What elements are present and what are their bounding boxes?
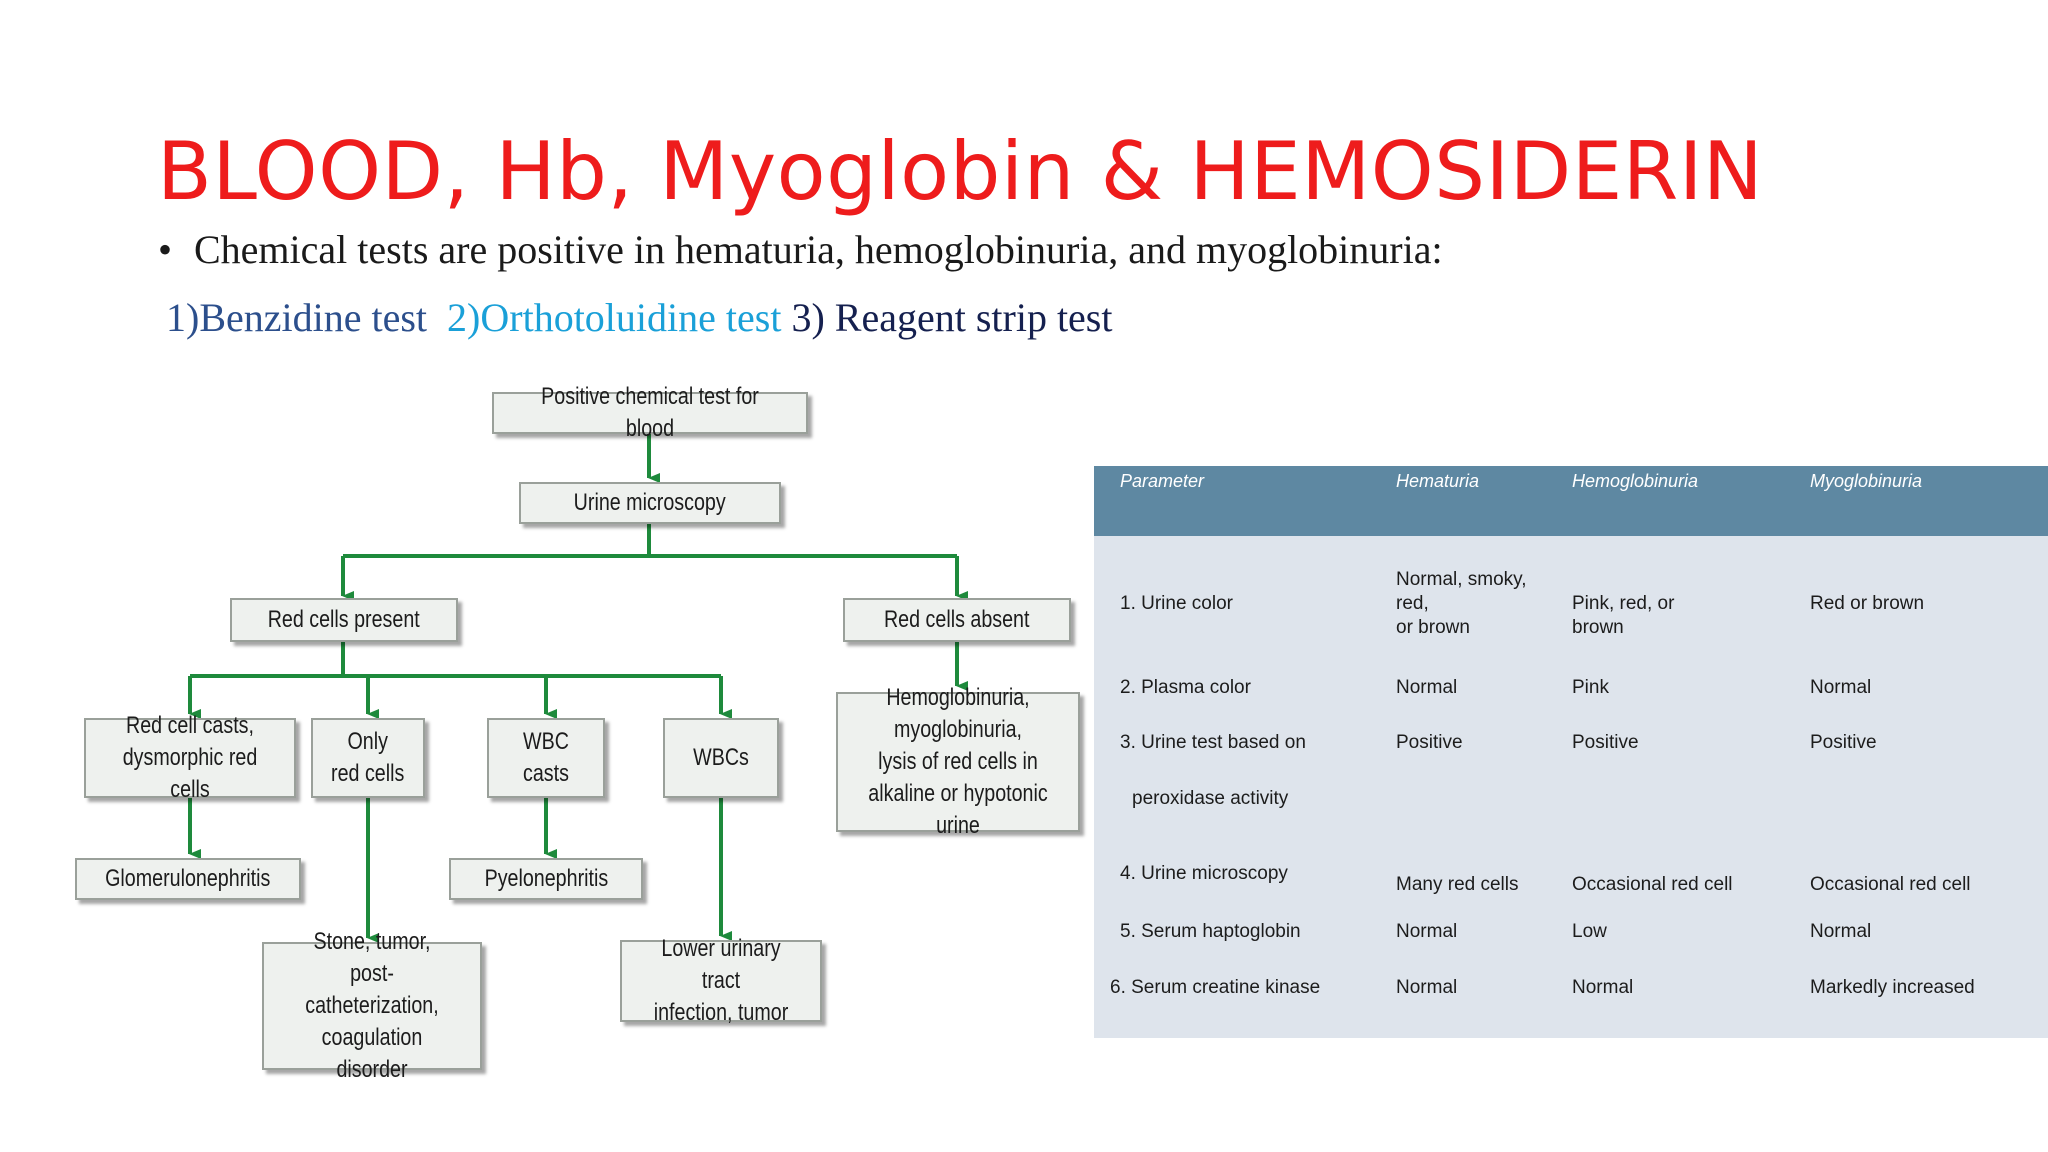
flowchart: Positive chemical test for blood Urine m… <box>0 380 1090 1083</box>
node-hemoglobinuria: Hemoglobinuria, myoglobinuria, lysis of … <box>836 684 1080 839</box>
row1-myoglobinuria: Red or brown <box>1810 593 1925 614</box>
reagent-strip-test: 3) Reagent strip test <box>791 295 1113 340</box>
row2-myoglobinuria: Normal <box>1810 677 1872 698</box>
node-urine-microscopy: Urine microscopy <box>519 482 781 524</box>
row4-hematuria: Many red cells <box>1396 874 1519 895</box>
row2-hemoglobinuria: Pink <box>1572 677 1609 698</box>
node-only-red-cells: Only red cells <box>311 718 425 798</box>
table-header: Parameter Hematuria Hemoglobinuria Myogl… <box>1094 466 2048 536</box>
orthotoluidine-test: 2)Orthotoluidine test <box>447 295 782 340</box>
row3-parameter: 3. Urine test based on <box>1120 732 1306 753</box>
header-parameter: Parameter <box>1120 471 1205 491</box>
row6-myoglobinuria: Markedly increased <box>1810 977 1975 998</box>
row6-hematuria: Normal <box>1396 977 1458 998</box>
row5-hemoglobinuria: Low <box>1572 921 1607 942</box>
row1-hemoglobinuria: Pink, red, or brown <box>1572 593 1675 638</box>
row1-hematuria: Normal, smoky, red, or brown <box>1396 569 1527 638</box>
comparison-table: Parameter Hematuria Hemoglobinuria Myogl… <box>1094 466 2048 1038</box>
node-wbc-casts: WBC casts <box>487 718 605 798</box>
header-hematuria: Hematuria <box>1396 471 1480 491</box>
row3-hematuria: Positive <box>1396 732 1463 753</box>
row5-myoglobinuria: Normal <box>1810 921 1872 942</box>
benzidine-test: 1)Benzidine test <box>166 295 428 340</box>
node-wbcs: WBCs <box>663 718 779 798</box>
node-pyelonephritis: Pyelonephritis <box>449 858 643 900</box>
node-red-cells-present: Red cells present <box>230 598 458 642</box>
slide-title: BLOOD, Hb, Myoglobin & HEMOSIDERIN <box>157 125 1764 218</box>
bullet-line: • Chemical tests are positive in hematuri… <box>158 226 1443 274</box>
row4-hemoglobinuria: Occasional red cell <box>1572 874 1733 895</box>
row5-hematuria: Normal <box>1396 921 1458 942</box>
row1-parameter: 1. Urine color <box>1120 593 1233 614</box>
bullet-text: Chemical tests are positive in hematuria… <box>194 227 1443 272</box>
row6-hemoglobinuria: Normal <box>1572 977 1634 998</box>
node-lower-urinary: Lower urinary tract infection, tumor <box>620 935 822 1026</box>
test-list: 1)Benzidine test 2)Orthotoluidine test 3… <box>166 294 1113 342</box>
flowchart-connectors <box>188 434 968 943</box>
row5-parameter: 5. Serum haptoglobin <box>1120 921 1301 942</box>
row4-myoglobinuria: Occasional red cell <box>1810 874 1971 895</box>
node-positive-test: Positive chemical test for blood <box>492 383 808 442</box>
node-red-cells-absent: Red cells absent <box>843 598 1071 642</box>
node-red-cell-casts: Red cell casts, dysmorphic red cells <box>84 712 296 803</box>
header-hemoglobinuria: Hemoglobinuria <box>1572 471 1699 491</box>
node-glomerulonephritis: Glomerulonephritis <box>75 858 301 900</box>
row6-parameter: 6. Serum creatine kinase <box>1110 977 1321 998</box>
node-stone-tumor: Stone, tumor, post-catheterization, coag… <box>262 928 482 1083</box>
row2-hematuria: Normal <box>1396 677 1458 698</box>
row4-parameter: 4. Urine microscopy <box>1120 863 1288 884</box>
row3-myoglobinuria: Positive <box>1810 732 1877 753</box>
row3-hemoglobinuria: Positive <box>1572 732 1639 753</box>
bullet-symbol: • <box>158 227 173 272</box>
row2-parameter: 2. Plasma color <box>1120 677 1251 698</box>
header-myoglobinuria: Myoglobinuria <box>1810 471 1923 491</box>
row3-parameter-line2: peroxidase activity <box>1132 788 1289 809</box>
